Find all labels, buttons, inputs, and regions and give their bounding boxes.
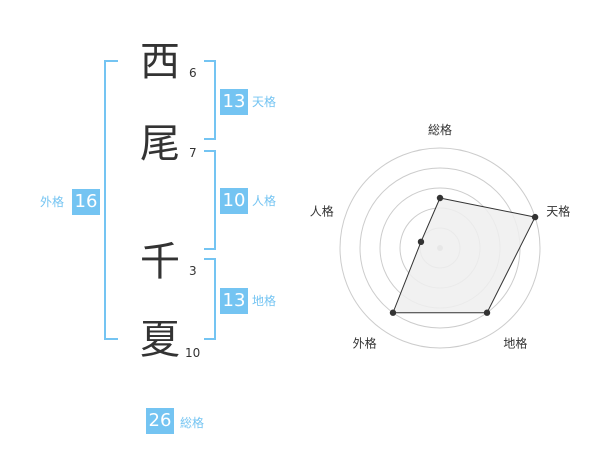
sou-value-badge: 26 <box>146 408 174 434</box>
stroke-count-1: 6 <box>189 66 197 80</box>
radar-axis-label-2: 天格 <box>546 204 570 219</box>
name-char-1: 西 <box>140 39 180 85</box>
radar-point-5 <box>417 238 425 246</box>
radar-points <box>389 194 539 316</box>
name-char-2: 尾 <box>140 121 180 167</box>
radar-point-4 <box>389 309 397 316</box>
name-char-4: 夏 <box>140 317 180 363</box>
radar-point-1 <box>436 194 444 202</box>
gai-value-badge: 16 <box>72 189 100 215</box>
chi-label: 地格 <box>252 294 277 308</box>
radar-point-3 <box>483 309 491 316</box>
jin-label: 人格 <box>252 194 277 208</box>
radar-ring-5 <box>339 147 541 349</box>
stroke-count-3: 3 <box>189 264 197 278</box>
sou-label: 総格 <box>180 416 205 430</box>
radar-axis-label-1: 総格 <box>428 122 452 137</box>
chi-value-badge: 13 <box>220 288 248 314</box>
radar-point-2 <box>531 213 539 221</box>
ten-value-badge: 13 <box>220 89 248 115</box>
jin-value-badge: 10 <box>220 188 248 214</box>
radar-axis-label-5: 人格 <box>310 204 334 219</box>
radar-axis-label-4: 外格 <box>353 335 377 350</box>
radar-axis-label-3: 地格 <box>503 335 527 350</box>
name-char-3: 千 <box>140 239 180 285</box>
ten-label: 天格 <box>252 95 277 109</box>
stroke-count-4: 10 <box>185 346 201 360</box>
stroke-count-2: 7 <box>189 146 197 160</box>
radar-series-area <box>392 197 536 314</box>
gai-label: 外格 <box>40 195 65 209</box>
